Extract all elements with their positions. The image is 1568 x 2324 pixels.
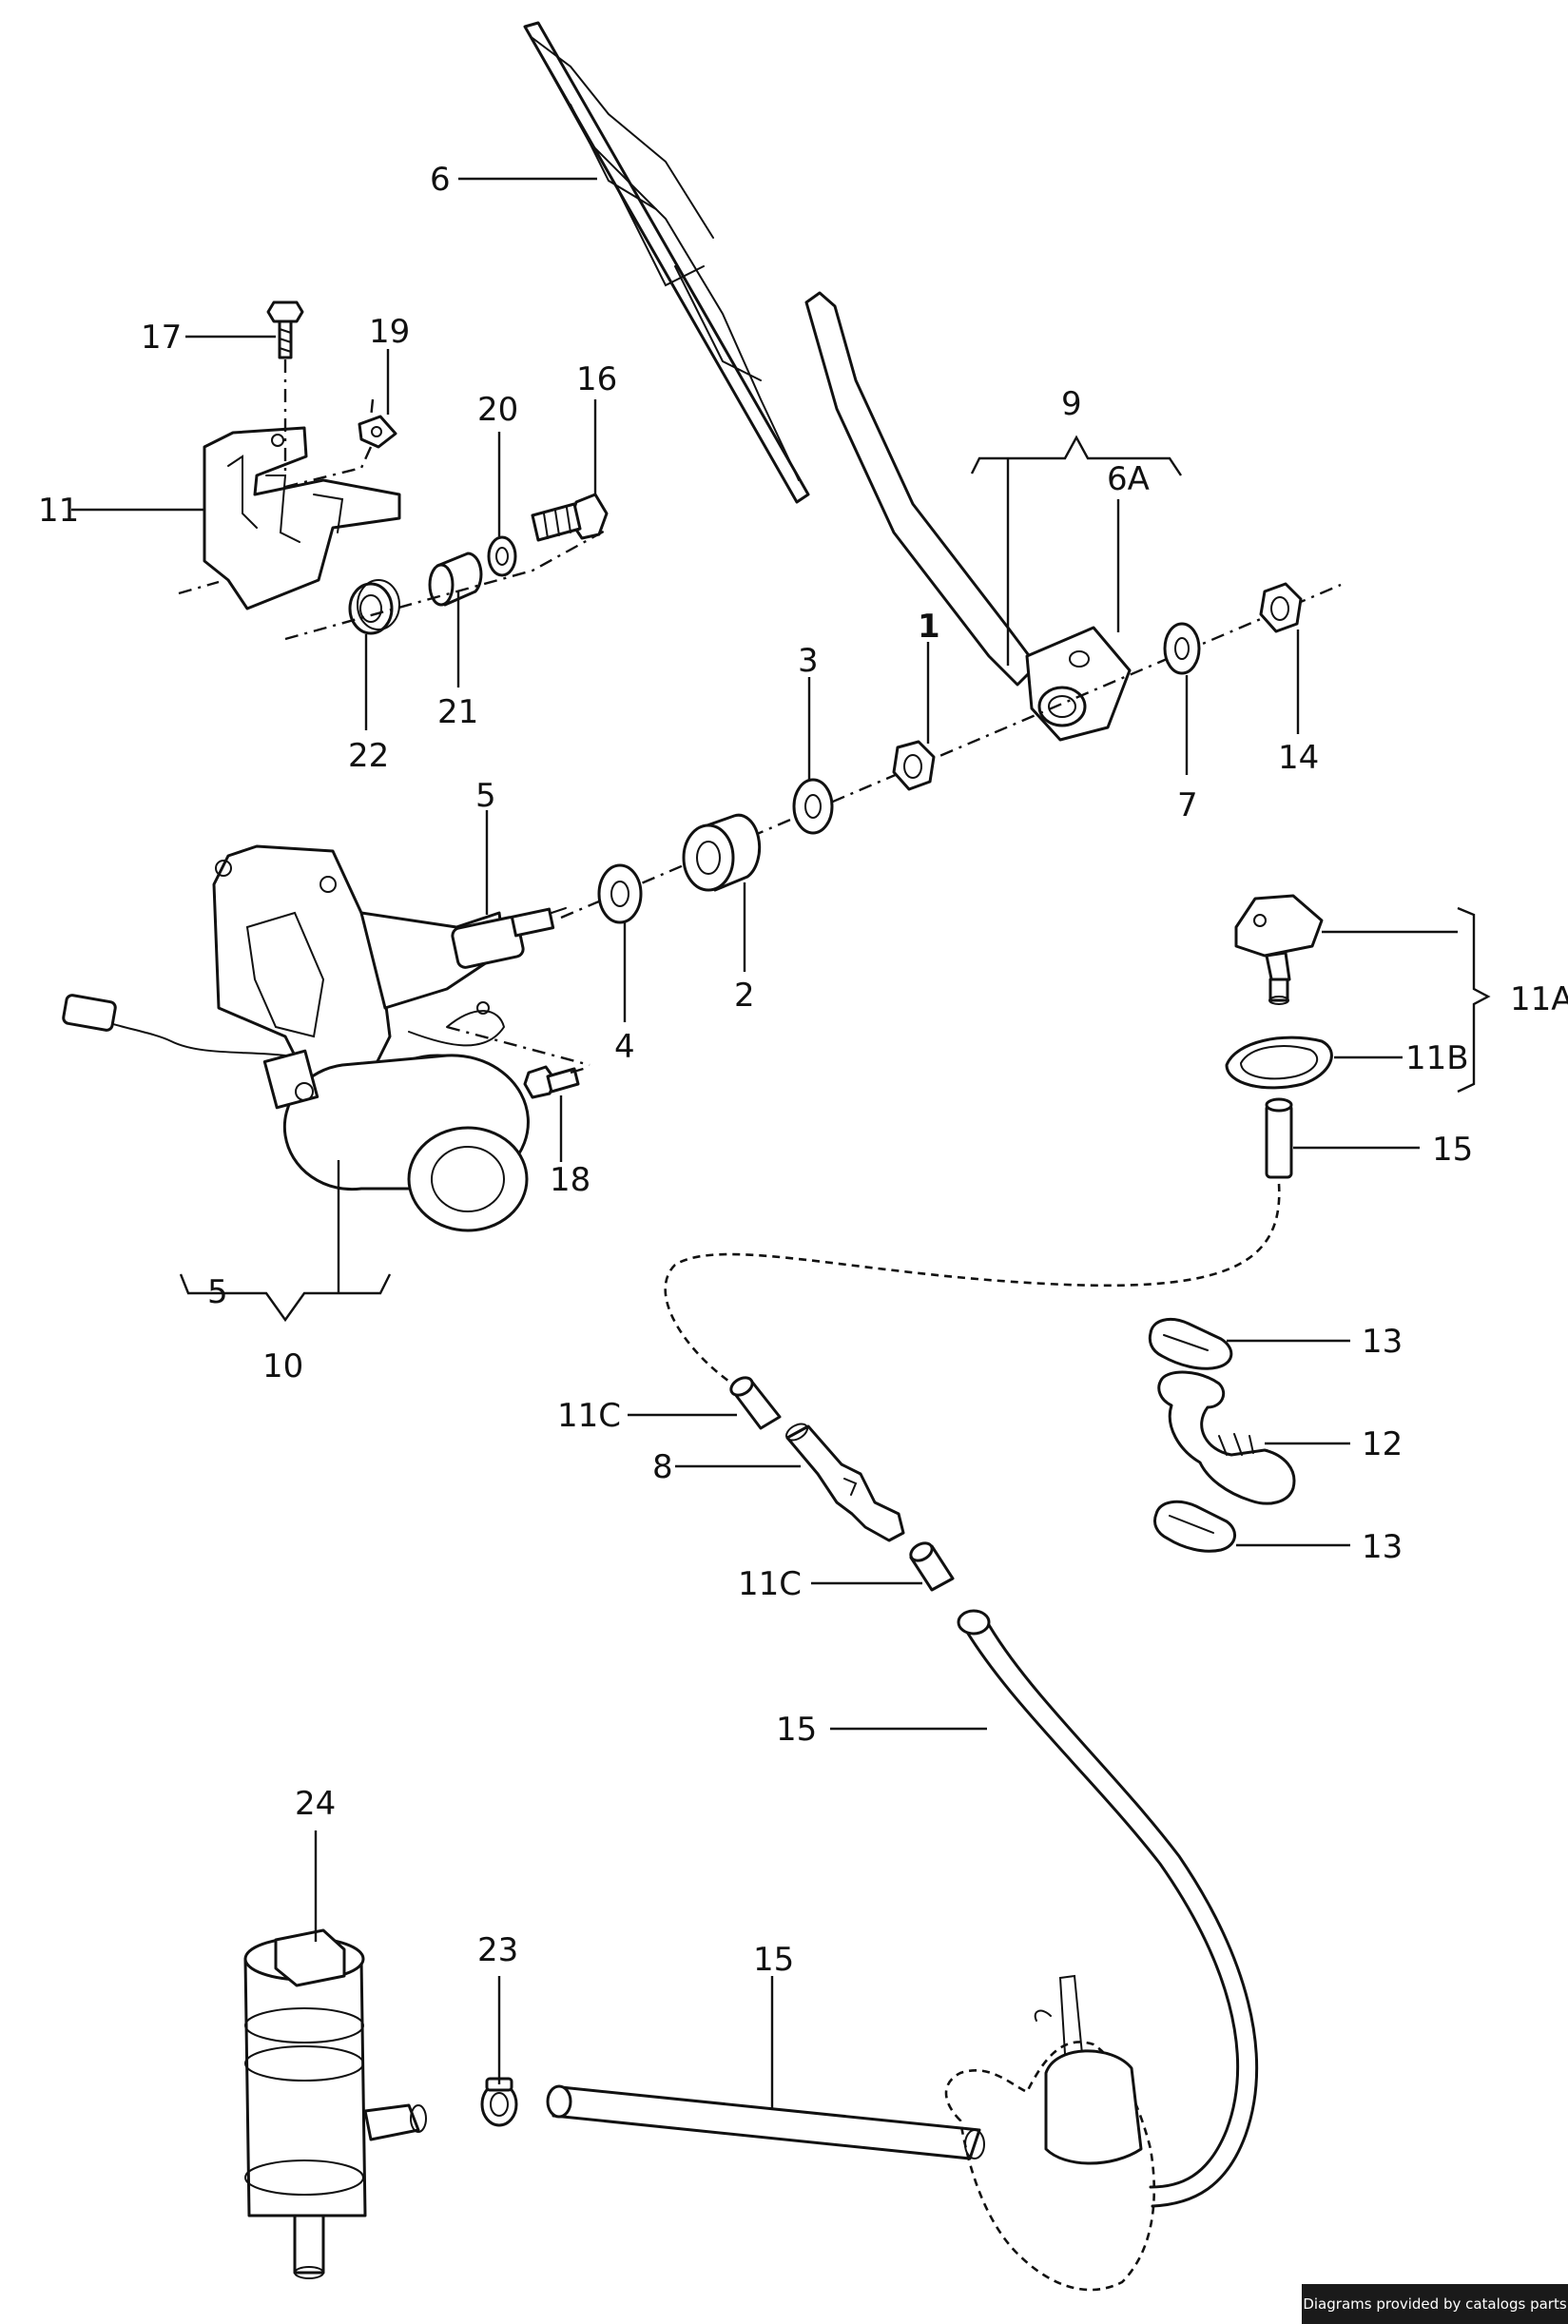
callout-20: 20: [477, 391, 518, 429]
washer-reservoir: [944, 1974, 1156, 2292]
screw-18[interactable]: [523, 1065, 580, 1099]
callout-18: 18: [550, 1161, 590, 1199]
bolt-16[interactable]: [531, 493, 609, 542]
callout-6a: 6A: [1107, 460, 1150, 498]
callout-11a: 11A: [1510, 980, 1568, 1018]
credit-text: Diagrams provided by catalogs parts: [1303, 2295, 1567, 2313]
wiper-blade[interactable]: [523, 21, 810, 504]
grommet-13-upper[interactable]: [1148, 1318, 1233, 1370]
bolt-17[interactable]: [266, 300, 304, 359]
nozzle-gasket[interactable]: [1225, 1036, 1333, 1090]
callout-13-lower: 13: [1362, 1528, 1403, 1566]
t-connector-8[interactable]: [784, 1421, 905, 1542]
hose-clamp-23[interactable]: [480, 2077, 518, 2127]
callout-10: 10: [262, 1347, 303, 1385]
washer-nozzle[interactable]: [1234, 894, 1324, 1005]
grommet-22[interactable]: [348, 579, 400, 635]
bushing-2[interactable]: [682, 813, 762, 892]
callout-7: 7: [1177, 786, 1198, 824]
callout-11c-upper: 11C: [557, 1397, 621, 1435]
cap-11c-lower[interactable]: [908, 1540, 955, 1592]
callout-12: 12: [1362, 1425, 1403, 1463]
callout-4: 4: [614, 1028, 635, 1066]
hose-main[interactable]: [957, 1609, 1259, 2208]
callout-23: 23: [477, 1931, 518, 1969]
nut-14[interactable]: [1259, 582, 1303, 633]
washer-pump[interactable]: [243, 1928, 427, 2279]
callout-22: 22: [348, 737, 389, 775]
wiper-motor[interactable]: [62, 844, 567, 1232]
callout-24: 24: [295, 1785, 336, 1823]
callout-11: 11: [38, 492, 79, 530]
nut-1[interactable]: [892, 740, 936, 791]
callout-21: 21: [437, 693, 478, 731]
cap-11c-upper[interactable]: [728, 1374, 782, 1430]
clip-nut-19[interactable]: [358, 415, 397, 449]
washer-3[interactable]: [792, 778, 834, 835]
callout-14: 14: [1278, 739, 1319, 777]
callout-8: 8: [652, 1448, 673, 1486]
grommet-13-lower[interactable]: [1153, 1500, 1236, 1553]
credit-badge: Diagrams provided by catalogs parts: [1302, 2284, 1568, 2324]
washer-20[interactable]: [487, 535, 517, 577]
callout-5-bottom: 5: [207, 1273, 228, 1311]
callout-16: 16: [576, 360, 617, 398]
callout-6: 6: [430, 161, 451, 199]
callout-11b: 11B: [1405, 1039, 1469, 1077]
callout-15-middle: 15: [776, 1711, 817, 1749]
callout-19: 19: [369, 313, 410, 351]
callout-15-upper: 15: [1432, 1131, 1473, 1169]
mounting-bracket[interactable]: [203, 426, 401, 610]
washer-7[interactable]: [1163, 622, 1201, 675]
callout-11c-lower: 11C: [738, 1565, 802, 1603]
hose-segment-upper[interactable]: [1265, 1097, 1293, 1179]
callout-5-top: 5: [475, 777, 496, 815]
wiper-arm[interactable]: [804, 291, 1132, 742]
callout-15-lower: 15: [753, 1941, 794, 1979]
callout-9: 9: [1061, 385, 1082, 423]
callout-1: 1: [918, 608, 940, 646]
elbow-connector[interactable]: [1157, 1370, 1296, 1505]
washer-4[interactable]: [597, 863, 643, 924]
callout-3: 3: [798, 642, 819, 680]
callout-2: 2: [734, 977, 755, 1015]
hose-lower[interactable]: [546, 2084, 985, 2160]
callout-13-upper: 13: [1362, 1323, 1403, 1361]
callout-17: 17: [141, 319, 182, 357]
